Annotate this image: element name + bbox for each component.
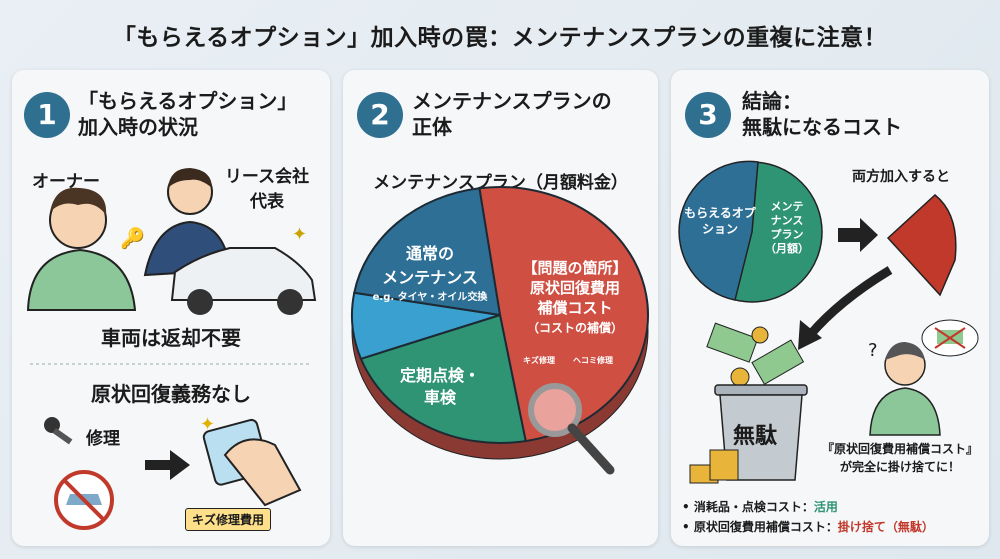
heading-line: メンテナンスプランの (412, 89, 612, 113)
dent-repair-icon-label: ヘコミ修理 (573, 356, 613, 365)
heading-line: 「もらえるオプション」 (78, 89, 298, 113)
lease-label: リース会社代表 (212, 162, 322, 212)
heading-line: 正体 (412, 115, 452, 139)
summary-value: 活用 (813, 500, 838, 514)
slice-label-restoration: 【問題の箇所】 原状回復費用 補償コスト （コストの補償） (505, 258, 645, 338)
no-restore-text: 原状回復義務なし (91, 382, 251, 406)
summary-label: 消耗品・点検コスト： (693, 500, 814, 514)
red-slice-piece (886, 194, 957, 297)
slice-inspection (359, 313, 527, 444)
question-mark: ? (868, 340, 878, 361)
heading-line: 加入時の状況 (78, 115, 198, 139)
slice-label-line: 定期点検・ (399, 366, 480, 385)
panel3-heading: 結論：無駄になるコスト (742, 88, 902, 140)
slice-maintenance (353, 187, 502, 317)
svg-text:✦: ✦ (292, 224, 307, 245)
panel2-heading: メンテナンスプランの正体 (412, 88, 612, 140)
slice-label-maintenance: 通常の メンテナンス e.g. タイヤ・オイル交換 (360, 240, 500, 303)
caption-line: 『原状回復費用補償コスト』 (821, 442, 978, 456)
svg-text:✦: ✦ (200, 414, 215, 435)
step-number-3: 3 (685, 92, 731, 138)
step-number-1: 1 (24, 92, 70, 138)
summary-item: • 消耗品・点検コスト：活用 (682, 500, 838, 514)
key-icon: 🔑 (120, 226, 145, 250)
summary-value: 掛け捨て（無駄） (837, 520, 934, 534)
lease-line: リース会社 (224, 167, 310, 187)
panel1-heading: 「もらえるオプション」加入時の状況 (78, 88, 297, 140)
caption-line: が完全に掛け捨てに！ (839, 460, 960, 474)
page-title: 「もらえるオプション」加入時の罠：メンテナンスプランの重複に注意！ (112, 25, 888, 51)
slice-label-line: 原状回復費用 (529, 279, 620, 297)
trash-can-icon (714, 384, 808, 481)
step-number-2: 2 (357, 92, 403, 138)
slice-label-line: 補償コスト (537, 299, 613, 317)
arrow-right-icon (145, 450, 190, 480)
scratch-cost-tag: キズ修理費用 (185, 508, 272, 531)
lease-line: 代表 (250, 192, 284, 212)
slice-label-line: 通常の (405, 244, 454, 263)
money-illustration (706, 322, 805, 387)
pie-label-plan: メンテナンスプラン（月額） (762, 200, 812, 256)
heading-line: 結論： (742, 89, 802, 113)
pie-label-line: メンテ (770, 200, 804, 213)
waste-label: 無駄 (733, 424, 778, 449)
pie-label-line: （月額） (765, 242, 809, 255)
scratch-repair-icon-label: キズ修理 (523, 356, 555, 365)
pie-title: メンテナンスプラン（月額料金） (373, 173, 628, 193)
summary-label: 原状回復費用補償コスト： (693, 520, 838, 534)
heading-line: 無駄になるコスト (742, 115, 902, 139)
both-label: 両方加入すると (852, 169, 950, 185)
summary-list: • 消耗品・点検コスト：活用 • 原状回復費用補償コスト：掛け捨て（無駄） (682, 497, 934, 537)
owner-illustration (26, 187, 137, 311)
wiping-hand-illustration: ✦ (200, 414, 302, 507)
slice-label-line: 車検 (423, 388, 456, 407)
pie-label-line: プラン (770, 228, 804, 241)
lease-rep-illustration: 🔑 (120, 168, 232, 277)
slice-restoration (478, 186, 649, 443)
slice-label-inspection: 定期点検・ 車検 (380, 365, 500, 409)
car-illustration: ✦ (170, 224, 317, 315)
combined-pie (678, 160, 823, 303)
no-car-repair-icon (54, 470, 114, 530)
slice-sublabel: e.g. タイヤ・オイル交換 (372, 292, 488, 303)
coin-stack-icon (689, 449, 739, 484)
thought-bubble-no-money-icon (921, 319, 979, 357)
slice-sublabel: （コストの補償） (526, 321, 623, 335)
slice-label-line: 【問題の箇所】 (522, 259, 628, 277)
no-return-text: 車両は返却不要 (101, 326, 241, 350)
key-icon (44, 417, 73, 445)
pie-label-line: ナンス (770, 214, 804, 227)
slice-label-line: メンテナンス (382, 268, 478, 287)
worried-person-illustration (869, 342, 941, 436)
owner-label: オーナー (32, 172, 100, 192)
repair-label: 修理 (86, 429, 120, 449)
pie-label-option: もらえるオプション (684, 206, 756, 236)
caption: 『原状回復費用補償コスト』が完全に掛け捨てに！ (810, 440, 990, 476)
summary-item: • 原状回復費用補償コスト：掛け捨て（無駄） (682, 520, 934, 534)
curved-arrow-icon (806, 266, 893, 338)
arrow-right-icon (838, 218, 878, 252)
